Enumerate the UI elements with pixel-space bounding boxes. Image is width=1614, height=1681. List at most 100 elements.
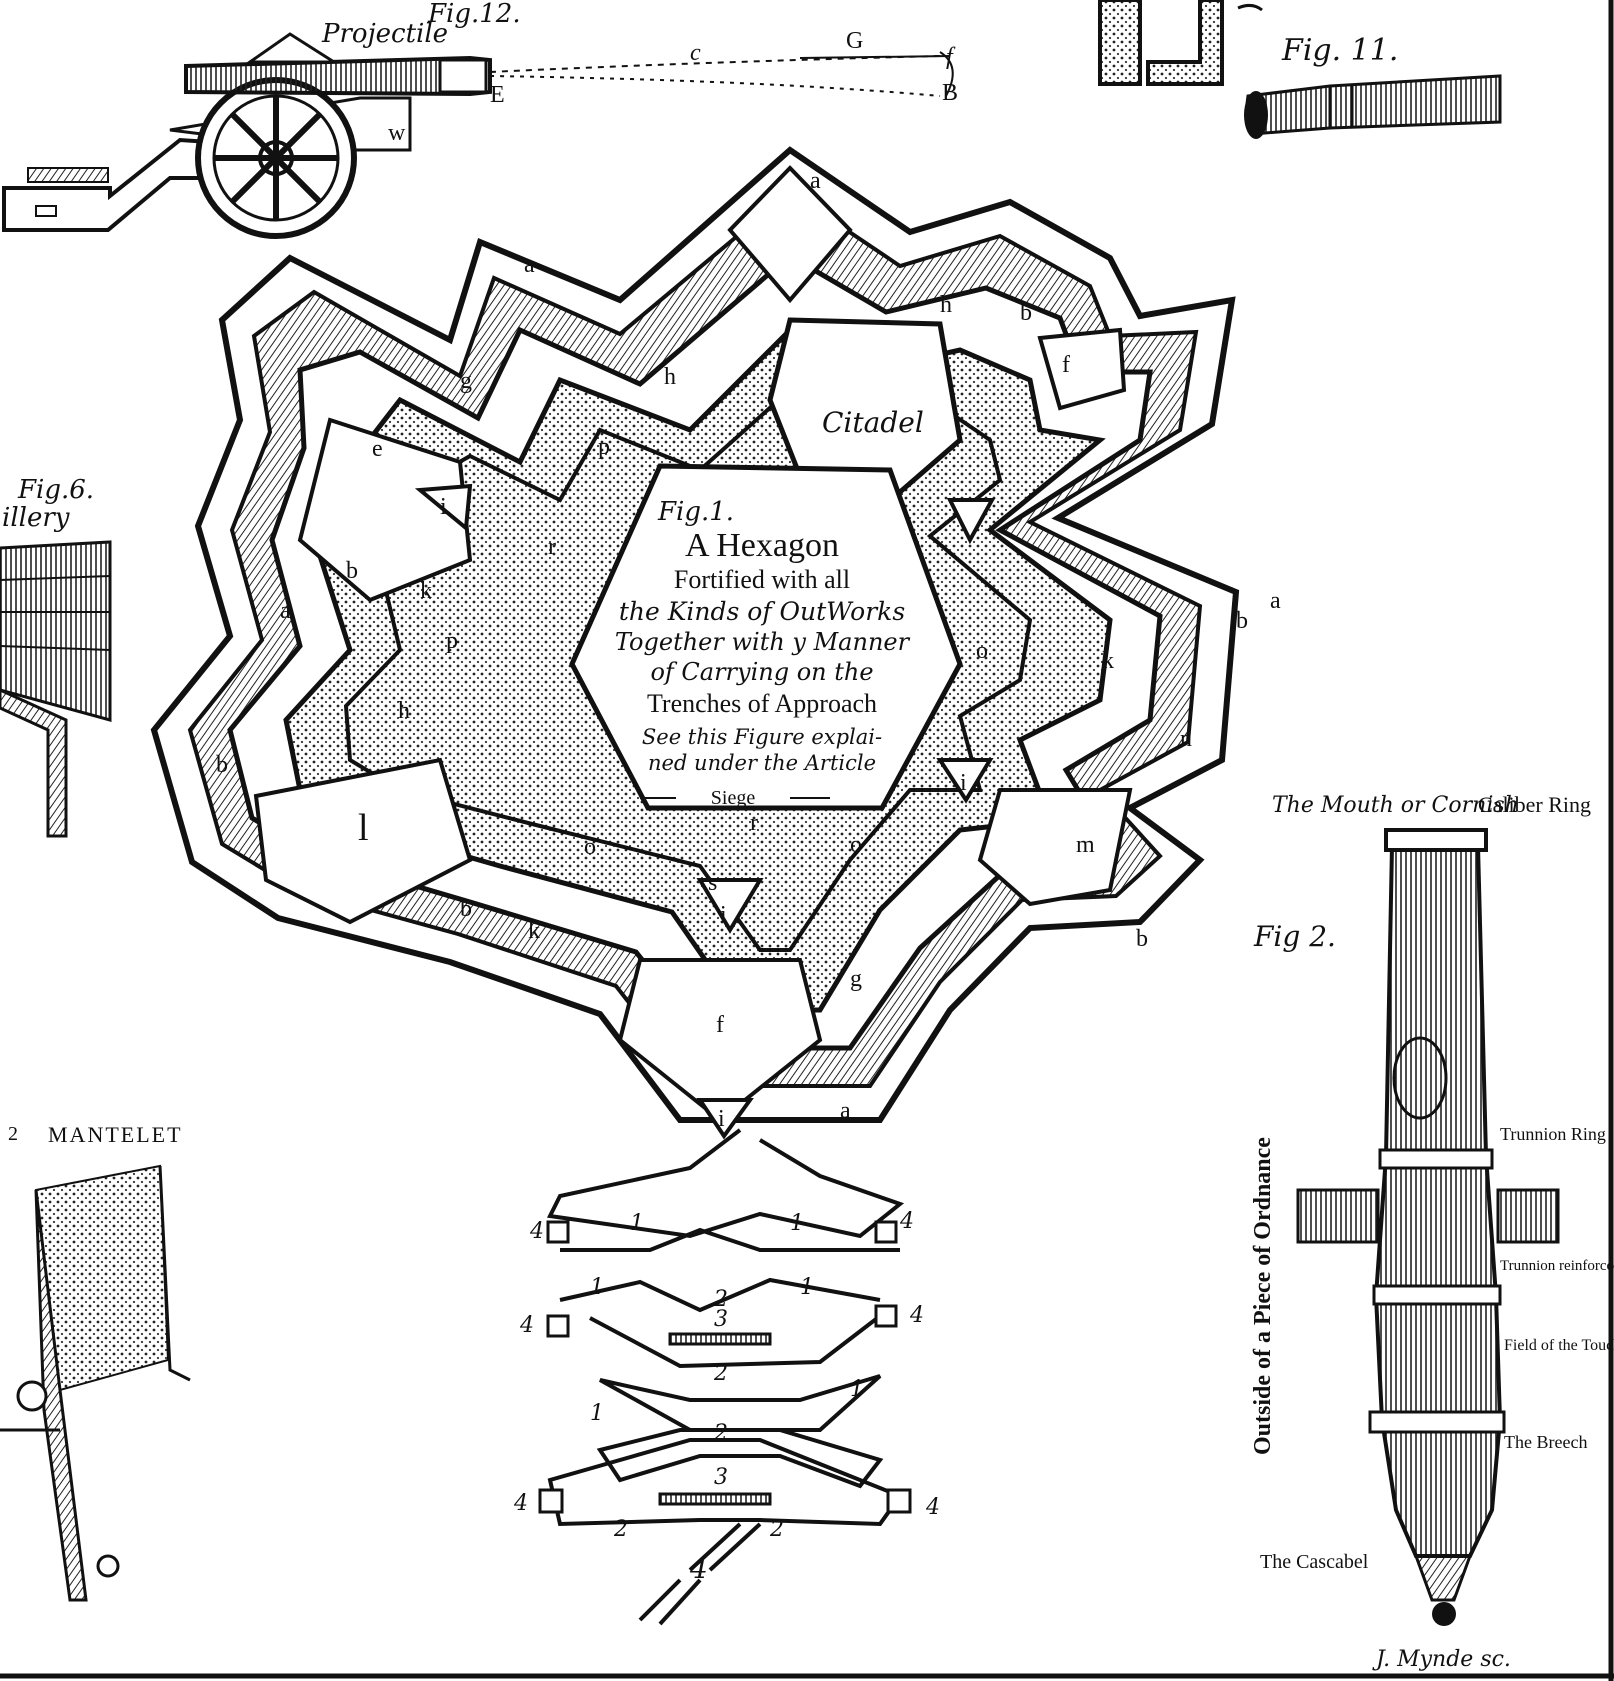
trench-num-2d: 2 — [613, 1517, 628, 1542]
fort-letter-k2: k — [1102, 648, 1114, 674]
fort-letter-f2: f — [716, 1012, 724, 1038]
fort-letter-l: l — [358, 807, 369, 849]
ravelin-north — [727, 165, 853, 304]
town-hexagon — [569, 463, 963, 811]
fig6-title: illery — [2, 503, 70, 533]
fig1-fortress: Citadel Fig.1. A Hexagon Fortified with … — [150, 146, 1281, 1140]
fig1-line-9: Siege — [711, 787, 756, 809]
fig6-gallery: Fig.6. illery — [0, 475, 112, 838]
fort-letter-b6: b — [1136, 926, 1148, 952]
mantelet-figure: 2 MANTELET — [0, 1122, 191, 1602]
fort-letter-i3: i — [960, 770, 967, 796]
fort-letter-b2: b — [346, 558, 358, 584]
trench-num-4d: 4 — [909, 1303, 924, 1328]
fig1-line-4: Together with y Manner — [615, 628, 911, 656]
fort-letter-r1: r — [548, 534, 556, 560]
fort-letter-n: n — [1180, 726, 1192, 752]
fort-letter-o1: o — [976, 638, 988, 664]
fort-letter-m: m — [1076, 832, 1095, 858]
fig12-letter-B: B — [942, 80, 958, 106]
fort-letter-i2: i — [720, 902, 727, 928]
trench-num-1b: 1 — [790, 1211, 804, 1236]
trench-num-1a: 1 — [630, 1211, 644, 1236]
fort-letter-p2: p — [446, 628, 458, 654]
fig1-line-3: the Kinds of OutWorks — [619, 597, 905, 626]
fort-letter-k1: k — [420, 578, 432, 604]
cannon-barrel — [1373, 844, 1503, 1558]
fort-letter-a2: a — [280, 598, 291, 624]
trench-num-3b: 3 — [714, 1465, 728, 1490]
trench-num-4b: 4 — [899, 1209, 914, 1234]
trench-num-4c: 4 — [519, 1313, 534, 1338]
fort-letter-h2: h — [398, 698, 410, 724]
trench-numbers: 1 1 1 1 1 1 2 2 2 2 2 3 3 4 4 4 4 4 4 4 — [513, 1209, 940, 1585]
fig2-ordnance: Outside of a Piece of Ordnance Fig 2. Th… — [1250, 792, 1614, 1626]
fort-letter-h3: h — [664, 364, 676, 390]
fig12-letter-c: c — [690, 40, 701, 66]
fort-letter-r2: r — [750, 810, 758, 836]
trench-num-4f: 4 — [925, 1495, 940, 1520]
trench-num-1c: 1 — [590, 1275, 604, 1300]
engraver-signature: J. Mynde sc. — [1372, 1647, 1511, 1672]
fig12-letter-E: E — [490, 82, 505, 108]
fort-letter-i4: i — [718, 1106, 725, 1132]
fort-letter-a1: a — [524, 252, 535, 278]
top-wall-fragment — [1098, 0, 1263, 86]
trench-num-1f: 1 — [850, 1377, 864, 1402]
trench-num-1d: 1 — [800, 1275, 814, 1300]
fort-letter-p1: p — [598, 434, 610, 460]
fig12-letter-G: G — [846, 28, 863, 54]
fig1-line-8: ned under the Article — [648, 751, 876, 775]
fort-letter-e: e — [372, 436, 383, 462]
trench-num-2a: 2 — [713, 1287, 728, 1312]
fig12-letter-w: w — [388, 120, 406, 146]
fort-letter-g1: g — [460, 368, 472, 394]
fort-letter-o2: o — [584, 834, 596, 860]
fort-letter-a4: a — [840, 1098, 851, 1124]
trench-num-2c: 2 — [713, 1421, 728, 1446]
fig2-breech: The Breech — [1504, 1432, 1587, 1452]
fig2-mouth: The Mouth or Cornish — [1272, 793, 1519, 818]
fig2-trunnion-reinforce: Trunnion reinforced Ring — [1500, 1258, 1614, 1274]
hornwork-e — [297, 417, 473, 603]
fig2-trunnion: Trunnion Ring — [1500, 1124, 1606, 1144]
trench-num-1e: 1 — [590, 1401, 604, 1426]
fort-letter-i1: i — [440, 494, 447, 520]
fort-letter-s: s — [708, 870, 717, 896]
ravelin-south — [617, 958, 823, 1123]
fig11-fascine: Fig. 11. — [1244, 33, 1502, 139]
fort-letter-g2: g — [850, 966, 862, 992]
fig2-field: Field of the Touchhole — [1504, 1337, 1614, 1354]
fig12-cannon-carriage: Fig.12. Projectile c G f E B w — [2, 0, 958, 239]
hornwork-m — [977, 788, 1133, 907]
trench-num-3a: 3 — [714, 1307, 728, 1332]
fig2-side-title: Outside of a Piece of Ordnance — [1250, 1137, 1276, 1455]
fort-letter-a5: a — [810, 168, 821, 194]
fort-letter-b1: b — [216, 752, 228, 778]
fort-letter-f1: f — [1062, 352, 1070, 378]
fig1-line-5: of Carrying on the — [650, 658, 873, 686]
mantelet-title: MANTELET — [48, 1122, 183, 1147]
mantelet-fig-number: 2 — [8, 1123, 18, 1145]
fort-letter-o3: o — [850, 832, 862, 858]
fig2-caliber: Caliber Ring — [1478, 792, 1591, 817]
fort-letter-k3: k — [528, 918, 540, 944]
fig6-number: Fig.6. — [17, 475, 94, 505]
fig1-line-2: Fortified with all — [674, 565, 850, 594]
fig2-cascabel: The Cascabel — [1260, 1551, 1369, 1573]
redoubt-f — [1037, 327, 1127, 411]
fig1-number: Fig.1. — [657, 497, 734, 527]
fort-letter-h1: h — [940, 292, 952, 318]
fig1-line-1: A Hexagon — [685, 527, 839, 564]
fig2-number: Fig 2. — [1253, 920, 1336, 953]
trench-batteries — [538, 1220, 912, 1514]
fig12-letter-f: f — [946, 44, 956, 70]
fort-letter-a3: a — [1270, 588, 1281, 614]
fort-letter-b4: b — [1236, 608, 1248, 634]
trench-num-4g: 4 — [689, 1552, 708, 1585]
fig11-number: Fig. 11. — [1281, 33, 1398, 68]
trench-num-2e: 2 — [769, 1517, 784, 1542]
trench-num-2b: 2 — [713, 1361, 728, 1386]
fort-letter-b5: b — [460, 896, 472, 922]
